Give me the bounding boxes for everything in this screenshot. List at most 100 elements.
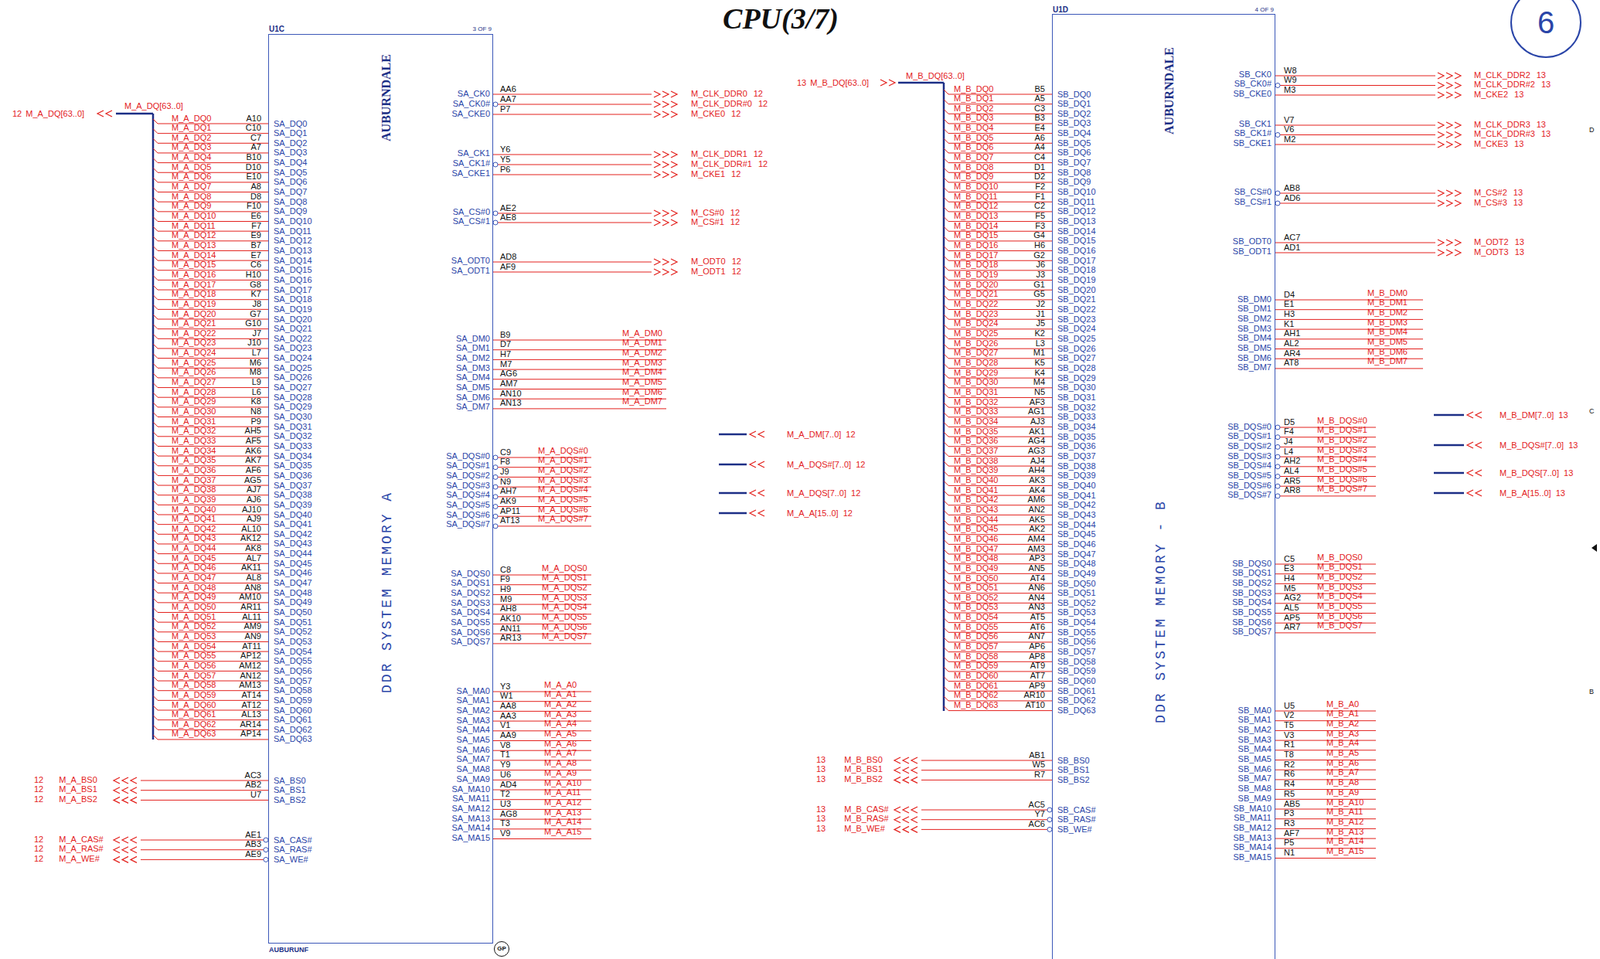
pin-number: AB8 [1283,183,1301,194]
net-name: M_B_DQ3 [953,112,994,123]
net-name: M_ODT0 [691,256,726,267]
pin-name: SA_DQ62 [273,725,313,736]
net-name: M_A_DQ27 [171,377,216,388]
net-name: M_A_A6 [544,738,577,749]
pin-name: SA_DQ21 [273,323,313,334]
wire [921,769,1052,771]
pin-name: SB_MA3 [1238,735,1272,746]
pin-name: SB_DQ8 [1057,167,1091,178]
pin-number: L9 [251,377,262,388]
pin-number: F4 [1283,426,1294,437]
wire [153,217,158,222]
pin-number: AC5 [1028,800,1046,811]
offpage-connector [662,219,669,226]
net-name: M_B_DM5 [1367,337,1408,348]
pin-name: SA_DQ53 [273,636,313,647]
part-name: AUBURNDALE [1161,47,1177,135]
net-name: M_A_DQ16 [171,269,216,280]
net-name: M_A_DQ5 [171,162,212,173]
net-name: M_A_DQ35 [171,455,216,466]
wire [921,810,1048,811]
pin-name: SB_DQ42 [1057,500,1097,511]
net-name: M_B_A10 [1326,797,1364,808]
offpage-connector [880,79,887,86]
pin-number: V7 [1283,115,1294,126]
pin-number: AR5 [1283,476,1301,487]
pin-name: SA_DQ33 [273,441,313,452]
wire [153,304,158,310]
wire [493,94,652,96]
net-name: M_B_BS0 [844,755,883,766]
wire [140,789,269,791]
pin-name: SA_DQ48 [273,588,313,599]
pin-number: AK11 [241,562,262,573]
net-name: M_A_A2 [544,699,577,710]
net-name: M_A_DQ56 [171,660,216,671]
net-name: M_A_DQ45 [171,553,216,564]
pin-number: AN6 [1028,582,1046,593]
pin-name: SB_DQS7 [1232,626,1272,637]
pin-number: C5 [1283,554,1295,565]
pin-name: SB_DQS2 [1232,578,1272,589]
offpage-connector [749,461,756,468]
pin-name: SA_DQS4 [450,607,491,618]
net-name: 13 [1513,197,1523,208]
pin-number: AP8 [1028,651,1046,662]
pin-name: SA_MA1 [456,695,491,706]
wire [153,568,158,574]
pin-name: SB_DQ0 [1057,89,1091,100]
wire [153,226,158,232]
pin-number: AM6 [1027,494,1046,505]
offpage-connector [113,847,120,854]
wire [157,738,269,740]
pin-name: SA_MA6 [456,745,491,756]
pin-name: SB_DQ31 [1057,392,1097,403]
wire [943,119,949,124]
wire [943,461,949,467]
bus-line [718,492,747,495]
bus-name: 12 [855,459,865,470]
offpage-connector [911,806,918,814]
offpage-connector [662,111,669,118]
net-name: M_A_DQ44 [171,543,216,554]
offpage-connector [653,210,661,217]
net-name: M_A_DQ46 [171,562,216,573]
net-name: M_B_DQS4 [1317,591,1363,602]
pin-number: AA3 [500,711,517,722]
net-name: M_A_DQ62 [171,719,216,730]
offpage-connector [122,847,129,854]
inversion-bubble [493,465,498,470]
net-name: M_B_DQS#4 [1317,454,1368,465]
pin-number: C3 [1034,103,1046,114]
pin-number: H9 [500,584,511,595]
net-name: 12 [34,834,44,845]
offpage-connector [1454,72,1461,79]
pin-name: SB_BS1 [1057,765,1090,776]
net-name: M_A_DQ48 [171,582,216,593]
net-name: 13 [816,764,826,775]
net-name: M_A_DQS#6 [537,504,589,515]
offpage-connector [758,431,765,438]
pin-name: SB_MA10 [1232,803,1272,814]
pin-number: AT7 [1030,670,1046,681]
pin-name: SB_DQ34 [1057,422,1097,433]
pin-name: SB_DQ26 [1057,343,1097,355]
pin-number: K7 [251,289,262,300]
net-name: M_A_DQ52 [171,621,216,632]
pin-number: V9 [500,828,511,839]
pin-name: SA_DQ5 [273,167,307,178]
pin-name: SA_DQ63 [273,734,313,745]
wire [943,255,949,261]
net-name: M_B_DQS1 [1317,561,1363,572]
wire [153,510,158,515]
pin-name: SA_DQ3 [273,147,307,158]
net-name: M_A_DQ25 [171,357,216,368]
net-name: M_A_DQ47 [171,572,216,583]
pin-number: AK12 [240,533,262,544]
net-name: M_B_DQS#7 [1317,483,1368,494]
offpage-connector [97,110,104,117]
pin-number: Y7 [1034,809,1046,820]
pin-name: SA_DQ14 [273,255,313,266]
wire [153,715,158,721]
